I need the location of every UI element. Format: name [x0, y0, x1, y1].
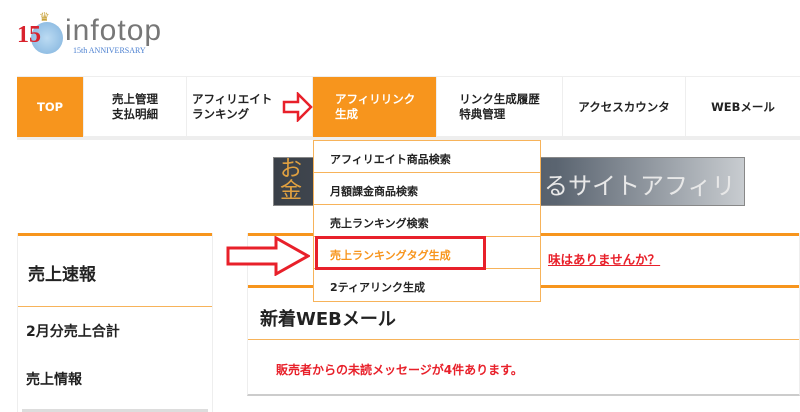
- arrow-right-icon: [282, 92, 313, 122]
- nav-affiliate-link[interactable]: アフィリリンク 生成: [313, 77, 437, 137]
- banner-left-text: お金: [280, 157, 303, 204]
- infotop-logo[interactable]: ♛ 15 infotop 15th ANNIVERSARY: [17, 8, 167, 56]
- logo-number: 15: [17, 22, 41, 48]
- logo-sub: 15th ANNIVERSARY: [73, 46, 146, 55]
- menu-item-product-search[interactable]: アフィリエイト商品検索: [314, 141, 540, 173]
- crown-icon: ♛: [39, 10, 50, 24]
- main-nav: TOP 売上管理 支払明細 アフィリエイト ランキング アフィリリンク 生成 リ…: [17, 76, 800, 140]
- nav-label: アフィリリンク 生成: [335, 92, 416, 121]
- nav-label: WEBメール: [711, 99, 775, 114]
- nav-label: 売上管理 支払明細: [112, 92, 158, 121]
- banner-right-text: るサイトアフィリ: [544, 172, 736, 200]
- nav-affiliate-ranking[interactable]: アフィリエイト ランキング: [187, 77, 313, 137]
- menu-item-monthly-product-search[interactable]: 月額課金商品検索: [314, 173, 540, 205]
- nav-link-history[interactable]: リンク生成履歴 特典管理: [437, 77, 563, 137]
- unread-message-notice[interactable]: 販売者からの未読メッセージが4件あります。: [276, 363, 523, 377]
- nav-top[interactable]: TOP: [17, 77, 84, 137]
- nav-label: TOP: [36, 99, 64, 114]
- nav-webmail[interactable]: WEBメール: [686, 77, 800, 137]
- nav-sales[interactable]: 売上管理 支払明細: [84, 77, 187, 137]
- affiliate-link-dropdown: アフィリエイト商品検索 月額課金商品検索 売上ランキング検索 売上ランキングタグ…: [313, 140, 541, 302]
- logo-word: infotop: [65, 14, 163, 47]
- nav-label: アクセスカウンタ: [578, 99, 670, 114]
- sales-report-panel: 売上速報 2月分売上合計 売上情報: [17, 233, 213, 412]
- nav-label: アフィリエイト ランキング: [192, 92, 273, 121]
- menu-item-2tier-link[interactable]: 2ティアリンク生成: [330, 281, 425, 294]
- highlight-box: [315, 236, 486, 270]
- nav-label: リンク生成履歴 特典管理: [459, 92, 540, 121]
- nav-access-counter[interactable]: アクセスカウンタ: [563, 77, 686, 137]
- sales-report-title: 売上速報: [28, 265, 96, 285]
- arrow-right-icon: [226, 236, 310, 276]
- sales-info-label: 売上情報: [26, 372, 82, 388]
- webmail-title: 新着WEBメール: [260, 309, 396, 330]
- notice-link[interactable]: 味はありませんか？: [548, 252, 661, 267]
- globe-icon: [31, 22, 63, 54]
- menu-item-ranking-search[interactable]: 売上ランキング検索: [314, 205, 540, 237]
- monthly-total-label: 2月分売上合計: [26, 324, 120, 340]
